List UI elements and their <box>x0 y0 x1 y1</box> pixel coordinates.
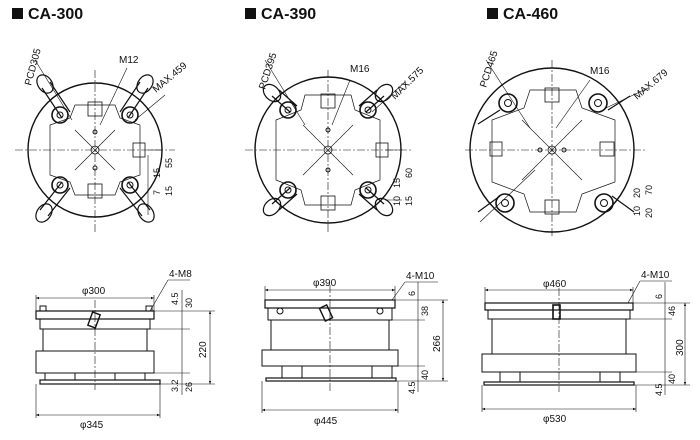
square-bullet-icon <box>245 8 256 19</box>
ca390-hole-callout: 4-M10 <box>406 271 435 282</box>
ca460-side-v4: 40 <box>667 374 677 384</box>
ca460-side-v2: 46 <box>667 306 677 316</box>
model-title-ca300: CA-300 <box>12 6 83 24</box>
ca390-top-view <box>245 59 412 232</box>
square-bullet-icon <box>487 8 498 19</box>
ca300-max-label: MAX.459 <box>151 60 190 95</box>
ca390-pcd-label: PCD395 <box>257 51 279 91</box>
ca300-side-v1: 4.5 <box>170 292 180 305</box>
ca390-dim4: 15 <box>404 196 414 206</box>
ca460-dim1: 70 <box>644 185 654 195</box>
ca390-base-diameter: φ445 <box>314 416 338 427</box>
ca390-side-v1: 6 <box>407 291 417 296</box>
ca460-dim2: 20 <box>632 188 642 198</box>
ca300-side-v4: 26 <box>184 382 194 392</box>
ca390-max-label: MAX.575 <box>389 65 426 102</box>
ca390-dim3: 10 <box>392 196 402 206</box>
ca300-dim4: 15 <box>164 186 174 196</box>
ca390-side-labels: φ390 4-M10 6 38 266 4.5 40 φ445 <box>313 271 443 427</box>
ca390-dim1: 60 <box>404 168 414 178</box>
ca460-top-diameter: φ460 <box>543 279 567 290</box>
ca390-thread-label: M16 <box>350 64 370 75</box>
ca460-side-v1: 6 <box>654 294 664 299</box>
ca300-dim3: 7 <box>152 190 162 195</box>
ca300-side-view <box>35 279 215 418</box>
ca460-max-label: MAX.679 <box>632 67 671 102</box>
ca390-top-diameter: φ390 <box>313 278 337 289</box>
ca300-height: 220 <box>198 341 209 358</box>
ca300-top-diameter: φ300 <box>82 286 106 297</box>
ca390-dim2: 15 <box>392 178 402 188</box>
ca300-dim1: 55 <box>164 158 174 168</box>
ca390-side-v2: 38 <box>420 306 430 316</box>
ca390-side-view <box>261 281 448 413</box>
ca300-base-diameter: φ345 <box>80 420 104 431</box>
ca460-top-labels: PCD465 M16 MAX.679 70 20 10 20 <box>478 49 670 218</box>
ca390-side-v3: 4.5 <box>407 381 417 394</box>
ca460-side-labels: φ460 4-M10 6 46 300 4.5 40 φ530 <box>543 270 686 425</box>
ca460-top-view <box>465 59 649 238</box>
ca460-dim4: 20 <box>644 208 654 218</box>
ca460-dim3: 10 <box>632 206 642 216</box>
ca460-base-diameter: φ530 <box>543 414 567 425</box>
ca300-side-v3: 3.2 <box>170 379 180 392</box>
ca300-hole-callout: 4-M8 <box>169 269 192 280</box>
ca390-height: 266 <box>432 335 443 352</box>
model-title-ca390: CA-390 <box>245 6 316 24</box>
model-title-ca460: CA-460 <box>487 6 558 24</box>
ca300-top-view <box>15 59 175 232</box>
ca300-thread-label: M12 <box>119 55 139 66</box>
ca300-side-v2: 30 <box>184 298 194 308</box>
ca300-side-labels: φ300 4-M8 4.5 30 220 3.2 26 φ345 <box>80 269 209 431</box>
ca460-side-v3: 4.5 <box>654 383 664 396</box>
ca300-top-labels: PCD305 M12 MAX.459 55 15 7 15 <box>23 47 190 196</box>
ca460-thread-label: M16 <box>590 66 610 77</box>
ca460-side-view <box>481 280 690 412</box>
square-bullet-icon <box>12 8 23 19</box>
ca460-pcd-label: PCD465 <box>478 49 500 89</box>
ca460-hole-callout: 4-M10 <box>641 270 670 281</box>
ca300-dim2: 15 <box>152 168 162 178</box>
ca460-height: 300 <box>675 339 686 356</box>
ca390-side-v4: 40 <box>420 370 430 380</box>
ca300-pcd-label: PCD305 <box>23 47 44 87</box>
